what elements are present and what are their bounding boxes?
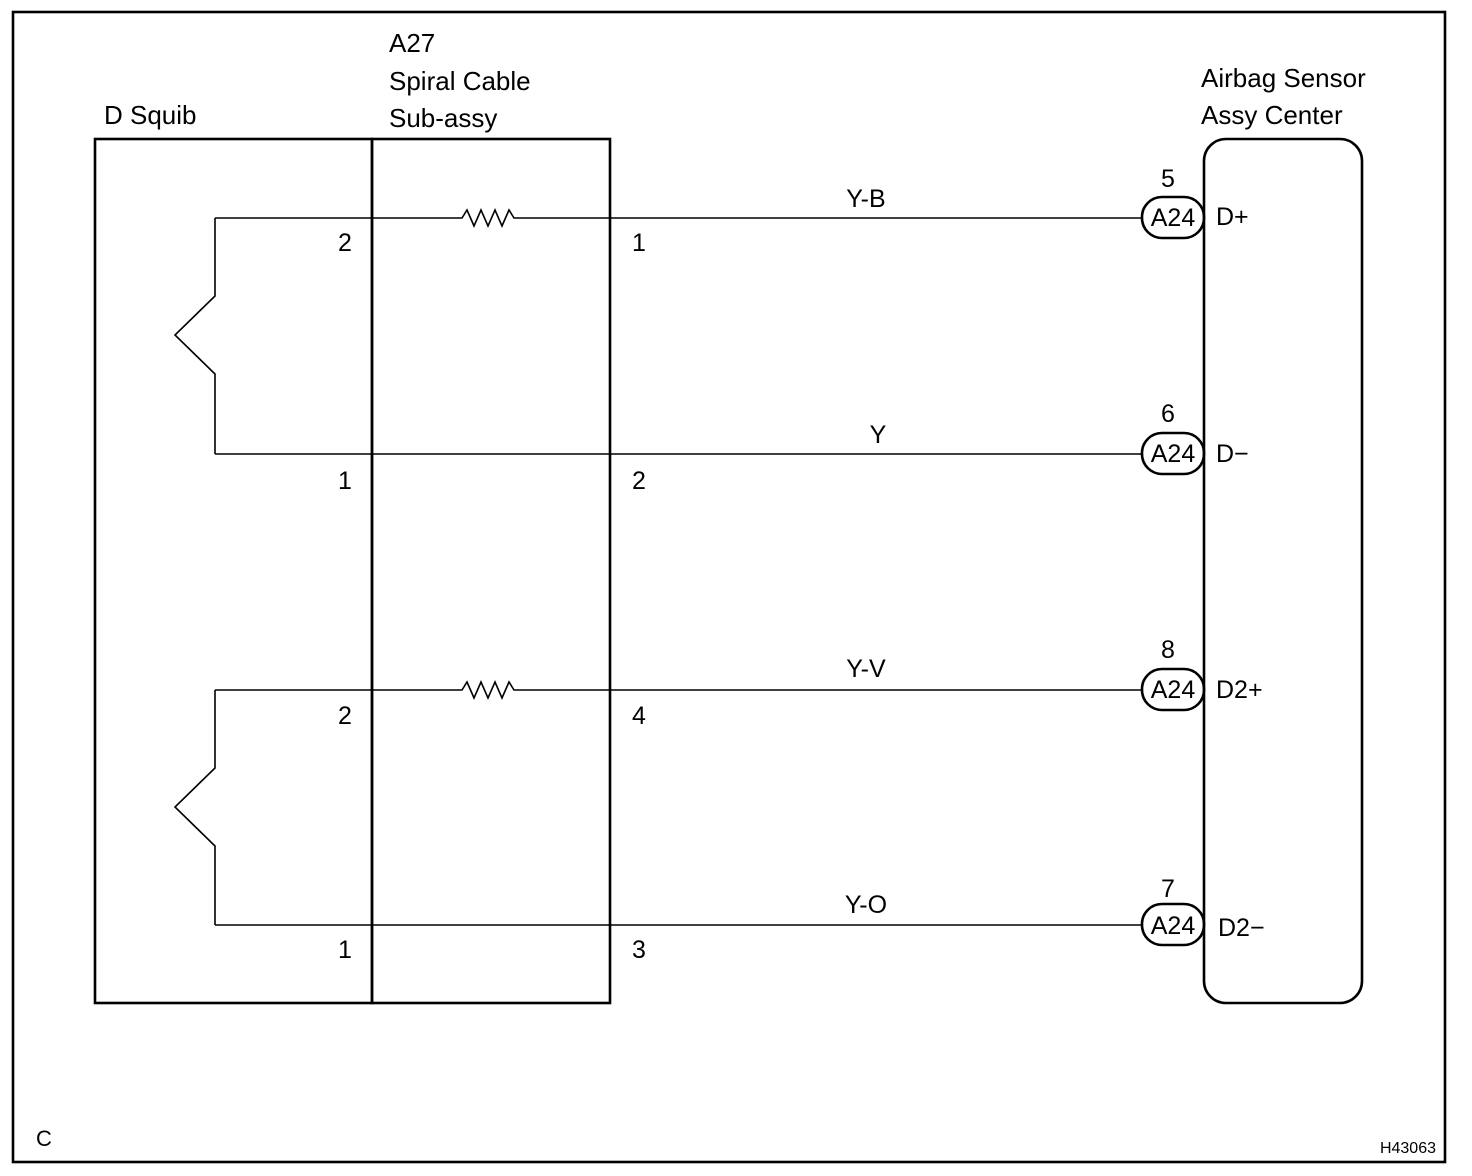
wire-circuit-1 [215,208,1142,228]
squib-pin-label: 2 [338,702,352,730]
wire-color-label: Y-B [846,185,885,213]
terminal-label: D− [1216,440,1249,468]
spiral-pin-label: 2 [632,467,646,495]
spiral-name-line2: Sub-assy [389,103,497,133]
terminal-label: D+ [1216,203,1249,231]
spiral-cable-box [370,137,612,1005]
squib-label: D Squib [104,100,197,130]
squib-pin-label: 1 [338,467,352,495]
connector-code-label: A24 [1151,912,1196,940]
connector-pin-label: 7 [1161,875,1175,903]
diagram-frame [11,10,1447,1164]
terminal-label: D2− [1218,914,1265,942]
connector-oval-3 [1140,667,1206,712]
corner-label: C [36,1126,52,1151]
connector-oval-2 [1140,431,1206,476]
spiral-pin-label: 4 [632,702,646,730]
squib-element-2 [173,690,216,925]
connector-code-label: A24 [1151,204,1196,232]
sensor-name-line2: Assy Center [1201,100,1343,130]
airbag-sensor-box [1202,137,1364,1005]
squib-pin-label: 2 [338,229,352,257]
connector-code-label: A24 [1151,440,1196,468]
spiral-name-line1: Spiral Cable [389,66,531,96]
d-squib-box [93,137,374,1005]
spiral-pin-label: 1 [632,229,646,257]
connector-pin-label: 5 [1161,165,1175,193]
squib-pin-label: 1 [338,936,352,964]
wire-circuit-3 [215,680,1142,700]
squib-element-1 [173,218,216,454]
wire-color-label: Y-V [846,655,886,683]
connector-pin-label: 8 [1161,636,1175,664]
wire-color-label: Y-O [845,891,887,919]
spiral-pin-label: 3 [632,936,646,964]
terminal-label: D2+ [1216,676,1263,704]
connector-oval-1 [1140,195,1206,240]
connector-pin-label: 6 [1161,400,1175,428]
sensor-name-line1: Airbag Sensor [1201,63,1366,93]
connector-oval-4 [1140,902,1206,947]
connector-code-label: A24 [1151,676,1196,704]
wire-color-label: Y [870,421,887,449]
spiral-code: A27 [389,28,435,58]
figure-id: H43063 [1380,1140,1436,1157]
